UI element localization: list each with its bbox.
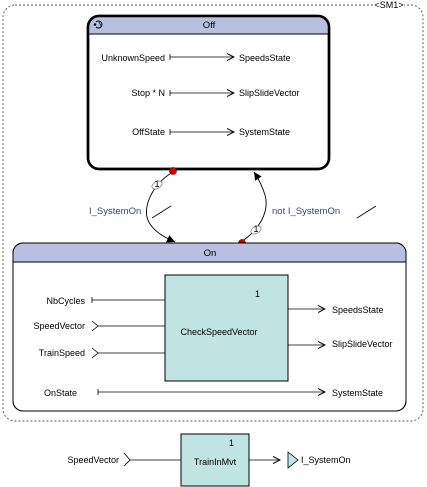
block-name: TrainInMvt (194, 457, 237, 467)
block-name: CheckSpeedVector (180, 327, 257, 337)
initial-state-icon (93, 20, 103, 29)
priority-number: 1 (253, 224, 258, 234)
transition-guard-label: not I_SystemOn (272, 206, 340, 217)
bottom-output-label: I_SystemOn (301, 455, 351, 465)
off-output-label: SystemState (239, 127, 290, 137)
transition-guard-label: I_SystemOn (89, 206, 141, 217)
train-in-mvt-section: SpeedVector TrainInMvt 1 I_SystemOn (67, 433, 351, 487)
on-input-label: NbCycles (46, 296, 85, 306)
priority-number: 1 (154, 179, 159, 189)
state-on[interactable]: On CheckSpeedVector 1 NbCycles SpeedVect… (12, 242, 407, 412)
bottom-input-label: SpeedVector (67, 455, 119, 465)
state-off-title: Off (203, 20, 216, 31)
transition-off-to-on[interactable]: 1 I_SystemOn (89, 171, 176, 243)
state-machine-frame (2, 4, 424, 422)
state-on-title: On (204, 248, 217, 259)
on-input-label: OnState (44, 388, 77, 398)
on-output-label: SlipSlideVector (332, 339, 393, 349)
off-output-label: SpeedsState (239, 53, 291, 63)
train-in-mvt-block[interactable] (180, 433, 250, 487)
priority-badge (250, 225, 262, 235)
on-output-label: SystemState (332, 388, 383, 398)
off-output-label: SlipSlideVector (239, 88, 300, 98)
on-output-label: SpeedsState (332, 305, 384, 315)
off-input-label: UnknownSpeed (101, 53, 165, 63)
transition-on-to-off[interactable]: 1 not I_SystemOn (241, 171, 377, 242)
transition-source-dot[interactable] (169, 167, 177, 175)
off-input-label: OffState (132, 127, 165, 137)
on-input-label: TrainSpeed (39, 348, 85, 358)
state-off[interactable]: Off UnknownSpeed SpeedsState Stop * N Sl… (86, 14, 331, 171)
output-port-icon (287, 451, 299, 469)
block-index: 1 (229, 438, 234, 448)
block-index: 1 (255, 289, 260, 299)
on-input-label: SpeedVector (33, 321, 85, 331)
off-input-label: Stop * N (131, 88, 165, 98)
check-speed-vector-block[interactable] (164, 274, 289, 382)
state-machine-label: <SM1> (374, 0, 403, 10)
priority-badge (151, 180, 163, 190)
